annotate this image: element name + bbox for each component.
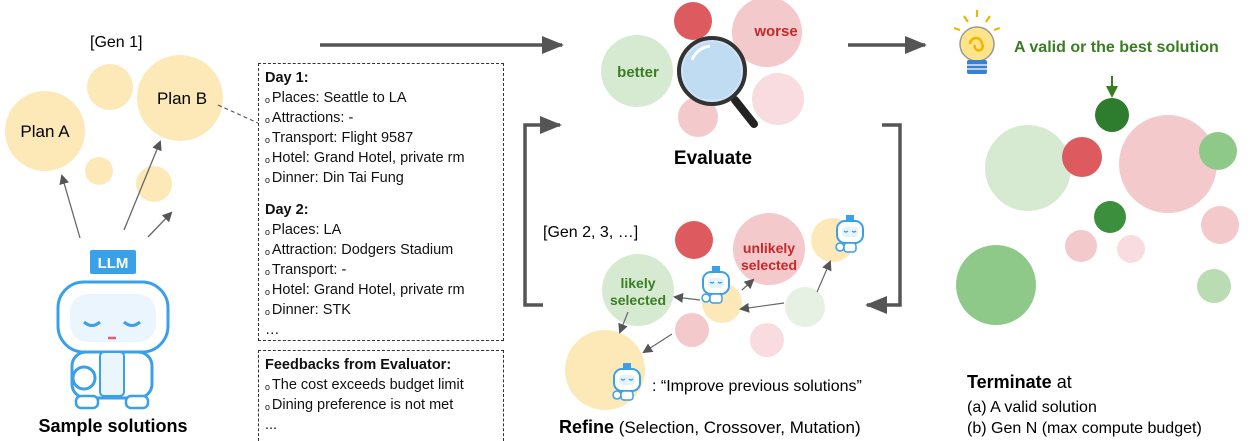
day1-item: Places: Seattle to LA — [265, 88, 497, 108]
sample-arrow — [123, 140, 162, 231]
sample-arrow — [59, 174, 81, 239]
solution-bubble — [136, 166, 172, 202]
sample-arrow — [147, 211, 173, 238]
terminate-cond-a: (a) A valid solution — [967, 399, 1097, 416]
plan-a-label: Plan A — [20, 122, 70, 141]
terminate-cond-b: (b) Gen N (max compute budget) — [967, 420, 1202, 437]
plan-detail-box: Day 1: Places: Seattle to LA Attractions… — [258, 63, 504, 341]
unlikely-label-line1: unlikely — [743, 240, 795, 256]
gen2-label: [Gen 2, 3, …] — [543, 224, 638, 241]
day1-item: Transport: Flight 9587 — [265, 128, 497, 148]
feedback-item: The cost exceeds budget limit — [265, 375, 497, 395]
plan-b-bubble — [137, 55, 223, 141]
better-label: better — [617, 64, 659, 81]
plan-b-connector — [217, 104, 259, 124]
refine-arrows — [618, 260, 832, 354]
plan-b-label: Plan B — [157, 89, 207, 108]
plan-ellipsis: … — [265, 322, 280, 338]
sample-caption: Sample solutions — [38, 416, 187, 436]
solution-bubble — [85, 157, 113, 185]
unlikely-label-line2: selected — [741, 257, 797, 273]
feedback-title: Feedbacks from Evaluator: — [265, 357, 452, 373]
day2-item: Dinner: STK — [265, 300, 497, 320]
day2-item: Transport: - — [265, 260, 497, 280]
terminate-caption-bold: Terminate — [967, 372, 1052, 392]
improve-text: : “Improve previous solutions” — [652, 378, 862, 395]
day1-item: Attractions: - — [265, 108, 497, 128]
terminate-caption-rest: at — [1052, 372, 1072, 392]
terminate-cluster — [956, 98, 1239, 325]
likely-label-line1: likely — [620, 275, 655, 291]
day1-title: Day 1: — [265, 70, 309, 86]
day2-title: Day 2: — [265, 202, 309, 218]
day2-item: Hotel: Grand Hotel, private rm — [265, 280, 497, 300]
evaluate-caption: Evaluate — [674, 148, 752, 169]
loop-left-arrow — [523, 116, 562, 307]
best-solution-label: A valid or the best solution — [1014, 39, 1219, 56]
lightbulb-icon — [953, 10, 1001, 74]
refine-caption-bold: Refine — [559, 417, 614, 437]
plan-a-bubble — [5, 91, 85, 171]
likely-label-line2: selected — [610, 292, 666, 308]
feedback-ellipsis: ... — [265, 417, 278, 433]
worse-label: worse — [753, 23, 797, 40]
day2-item: Places: LA — [265, 220, 497, 240]
terminate-caption: Terminate at — [967, 372, 1072, 392]
llm-robot-icon — [56, 250, 170, 410]
llm-badge-label: LLM — [98, 255, 129, 272]
day1-item: Hotel: Grand Hotel, private rm — [265, 148, 497, 168]
magnifier-icon — [677, 36, 758, 128]
gen1-label: [Gen 1] — [90, 34, 142, 51]
refine-caption: Refine (Selection, Crossover, Mutation) — [559, 417, 861, 437]
evaluate-cluster — [601, 0, 804, 137]
refine-caption-rest: (Selection, Crossover, Mutation) — [614, 418, 861, 437]
day2-item: Attraction: Dodgers Stadium — [265, 240, 497, 260]
loop-right-arrow — [865, 123, 902, 314]
solution-bubble — [87, 64, 133, 110]
feedback-item: Dining preference is not met — [265, 395, 497, 415]
feedback-box: Feedbacks from Evaluator: The cost excee… — [258, 350, 504, 441]
day1-item: Dinner: Din Tai Fung — [265, 168, 497, 188]
